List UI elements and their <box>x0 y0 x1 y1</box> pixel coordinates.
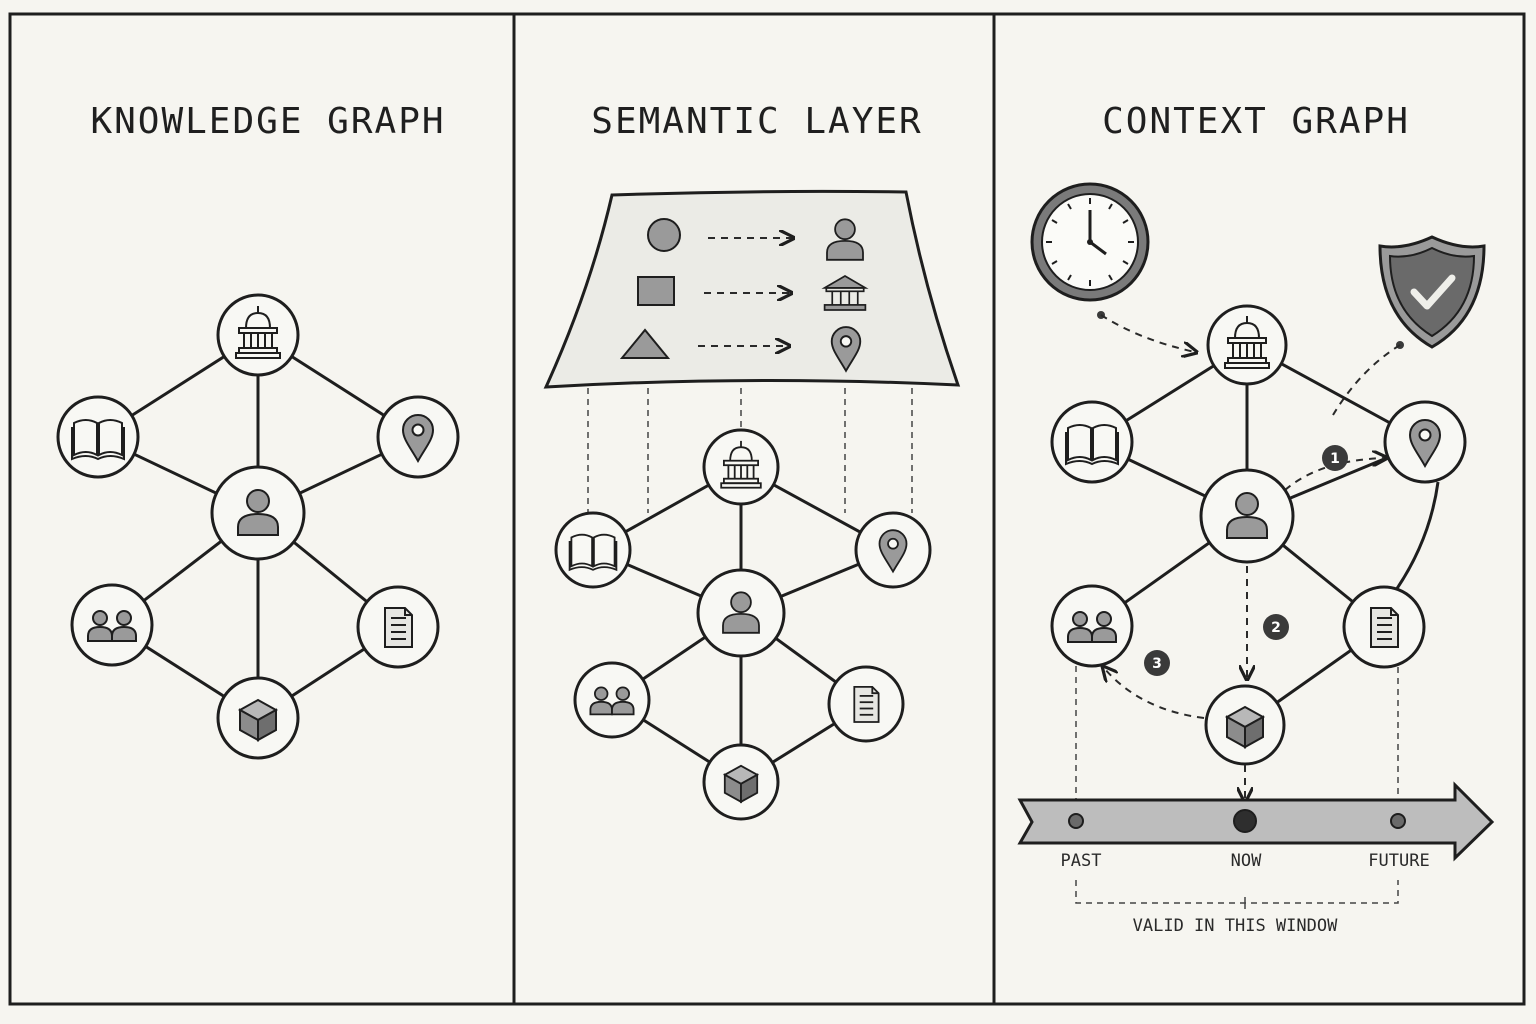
timeline-label-past: PAST <box>1061 851 1102 871</box>
node-group <box>70 583 154 667</box>
svg-text:2: 2 <box>1271 620 1281 636</box>
outer-frame <box>8 12 1526 1006</box>
node-person <box>1199 468 1295 564</box>
document-icon <box>853 686 880 723</box>
panel-context-graph: CONTEXT GRAPH <box>1017 101 1495 936</box>
step-badge: 2 <box>1263 614 1289 640</box>
node-book <box>56 395 140 479</box>
panel-knowledge-graph: KNOWLEDGE GRAPH <box>56 101 460 760</box>
timeline-label-future: FUTURE <box>1368 851 1429 871</box>
node-location <box>854 511 932 589</box>
timeline-dot-now <box>1233 809 1257 833</box>
cube-icon <box>1226 706 1264 748</box>
semantic-layer-sheet <box>543 189 961 389</box>
clock-icon <box>1030 182 1150 302</box>
step-badge: 1 <box>1322 445 1348 471</box>
validity-window-label: VALID IN THIS WINDOW <box>1133 916 1338 936</box>
semantic-mapping-square <box>637 275 869 311</box>
semantic-mapping-circle <box>647 218 864 261</box>
node-building <box>702 428 780 506</box>
node-cube <box>216 676 300 760</box>
timeline-dot-future <box>1390 813 1406 829</box>
cube-icon <box>723 764 759 803</box>
svg-text:1: 1 <box>1330 451 1340 467</box>
node-location <box>376 395 460 479</box>
shield-link-line <box>1332 344 1401 416</box>
circle-shape <box>647 218 681 252</box>
document-icon <box>1370 607 1399 648</box>
step-1-path <box>1284 458 1385 491</box>
node-person <box>210 465 306 561</box>
cube-icon <box>239 699 277 741</box>
svg-text:3: 3 <box>1152 656 1162 672</box>
node-location <box>1383 400 1467 484</box>
square-shape <box>637 276 675 306</box>
panel-title: CONTEXT GRAPH <box>1102 101 1410 142</box>
validity-window-bracket <box>1075 880 1399 904</box>
panel-semantic-layer: SEMANTIC LAYER <box>543 101 961 821</box>
node-building <box>216 293 300 377</box>
timeline-label-now: NOW <box>1231 851 1262 871</box>
semantic-mapping-triangle <box>619 326 862 372</box>
node-cube <box>702 743 780 821</box>
node-document <box>356 585 440 669</box>
shield-check-icon <box>1378 235 1486 349</box>
node-group <box>573 661 651 739</box>
step-3-path <box>1104 668 1205 719</box>
panel-title: KNOWLEDGE GRAPH <box>90 101 445 142</box>
document-icon <box>384 607 413 648</box>
timeline-dot-past <box>1068 813 1084 829</box>
triangle-shape <box>619 328 671 359</box>
node-book <box>554 511 632 589</box>
panel-title: SEMANTIC LAYER <box>591 101 922 142</box>
node-cube <box>1204 684 1286 766</box>
step-badge: 3 <box>1144 650 1170 676</box>
projection-lines <box>587 388 913 513</box>
node-book <box>1050 400 1134 484</box>
node-document <box>1342 585 1426 669</box>
clock-link-arrow <box>1100 314 1195 352</box>
node-document <box>827 665 905 743</box>
node-group <box>1050 584 1134 668</box>
node-building <box>1206 304 1288 386</box>
node-person <box>696 568 786 658</box>
government-building-icon <box>821 275 869 311</box>
